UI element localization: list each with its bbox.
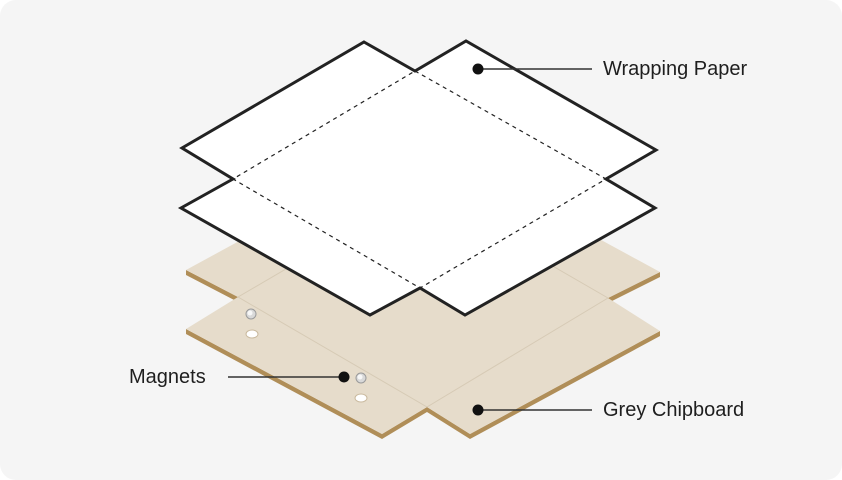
wrapping-paper-leader-dot (472, 63, 484, 75)
magnet-icon (355, 372, 367, 384)
wrapping-paper-fold-lines (231, 70, 608, 289)
magnet-hole (245, 329, 259, 339)
chipboard-left-flap-edge (186, 270, 238, 302)
magnet-icon (245, 308, 257, 320)
magnets-group (245, 308, 368, 403)
chipboard-crease (237, 296, 428, 408)
magnets-leader-dot (338, 371, 350, 383)
leader-lines (228, 63, 592, 416)
magnets-label: Magnets (129, 366, 206, 388)
wrapping-paper-layer (177, 39, 660, 317)
grey-chipboard-leader-dot (472, 404, 484, 416)
chipboard-right-flap-edge (608, 272, 660, 303)
grey-chipboard-label: Grey Chipboard (603, 399, 745, 421)
wrapping-paper-label: Wrapping Paper (603, 58, 748, 80)
magnet-hole (354, 393, 368, 403)
chipboard-edge (186, 329, 660, 439)
chipboard-crease (426, 297, 609, 408)
